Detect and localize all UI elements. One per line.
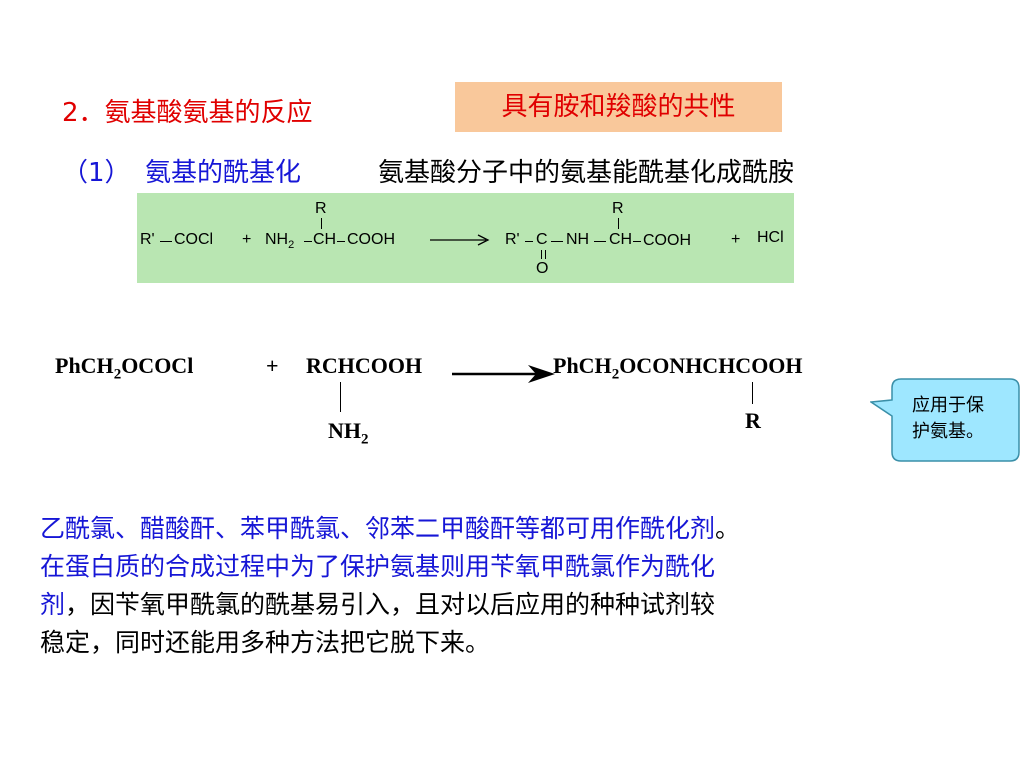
paragraph-line-2: 在蛋白质的合成过程中为了保护氨基则用苄氧甲酰氯作为酰化 <box>40 552 716 581</box>
reaction-1-box: R' COCl + NH2 R CH COOH R' C O NH R CH C… <box>137 193 794 283</box>
callout-line-2: 护氨基。 <box>912 421 984 442</box>
r1-bond <box>321 218 322 229</box>
r1-product-cooh: COOH <box>643 232 691 249</box>
callout-line-1: 应用于保 <box>912 395 984 416</box>
highlight-badge: 具有胺和羧酸的共性 <box>455 82 782 132</box>
r1-bond <box>633 241 641 242</box>
r1-bond <box>541 250 542 259</box>
r1-product-c: C <box>536 231 548 248</box>
r1-product-r: R' <box>505 231 520 248</box>
r1-bond <box>304 241 312 242</box>
r1-bond <box>337 241 345 242</box>
r1-reactant-r: R' <box>140 231 155 248</box>
r1-ch: CH <box>313 231 337 248</box>
r1-plus-1: + <box>242 231 252 248</box>
r2-product-r: R <box>745 408 761 433</box>
r1-byproduct: HCl <box>757 229 784 246</box>
section-heading: 2．氨基酸氨基的反应 <box>62 92 313 129</box>
r1-cooh: COOH <box>347 231 395 248</box>
r2-bond <box>752 382 753 404</box>
r1-product-ch: CH <box>609 231 633 248</box>
section-number: 2． <box>62 98 105 128</box>
r2-plus: + <box>266 353 279 378</box>
r2-reagent: PhCH2OCOCl <box>55 353 194 383</box>
r2-amino-acid: RCHCOOH <box>306 353 423 378</box>
r2-bond <box>340 382 341 412</box>
subsection-description: 氨基酸分子中的氨基能酰基化成酰胺 <box>378 158 795 188</box>
r1-product-o: O <box>536 260 549 277</box>
subsection-number: （1） <box>62 158 131 188</box>
r2-amino-nh2: NH2 <box>328 418 369 448</box>
r1-bond <box>160 241 172 242</box>
r1-plus-2: + <box>731 231 741 248</box>
callout-shape <box>870 378 1020 462</box>
callout-note: 应用于保 护氨基。 <box>870 378 1020 462</box>
paragraph-line-3: 剂，因苄氧甲酰氯的酰基易引入，且对以后应用的种种试剂较 <box>40 590 716 619</box>
section-title: 氨基酸氨基的反应 <box>104 98 313 128</box>
r1-bond <box>525 241 533 242</box>
explanation-paragraph: 乙酰氯、醋酸酐、苯甲酰氯、邻苯二甲酸酐等都可用作酰化剂。 在蛋白质的合成过程中为… <box>40 510 1015 662</box>
r1-r-top: R <box>315 200 327 217</box>
r1-amine: NH2 <box>265 231 295 252</box>
paragraph-line-4: 稳定，同时还能用多种方法把它脱下来。 <box>40 628 491 657</box>
subsection-title: 氨基的酰基化 <box>145 158 302 188</box>
r1-bond <box>618 218 619 229</box>
r1-reactant-group: COCl <box>174 231 214 248</box>
r1-bond <box>594 241 606 242</box>
r2-arrow <box>452 365 555 383</box>
r1-bond <box>545 250 546 259</box>
r2-product: PhCH2OCONHCHCOOH <box>553 353 803 383</box>
r1-arrow <box>430 234 490 246</box>
r1-bond <box>551 241 563 242</box>
r1-product-r-top: R <box>612 200 624 217</box>
paragraph-line-1: 乙酰氯、醋酸酐、苯甲酰氯、邻苯二甲酸酐等都可用作酰化剂。 <box>40 514 741 543</box>
r1-product-nh: NH <box>566 231 590 248</box>
